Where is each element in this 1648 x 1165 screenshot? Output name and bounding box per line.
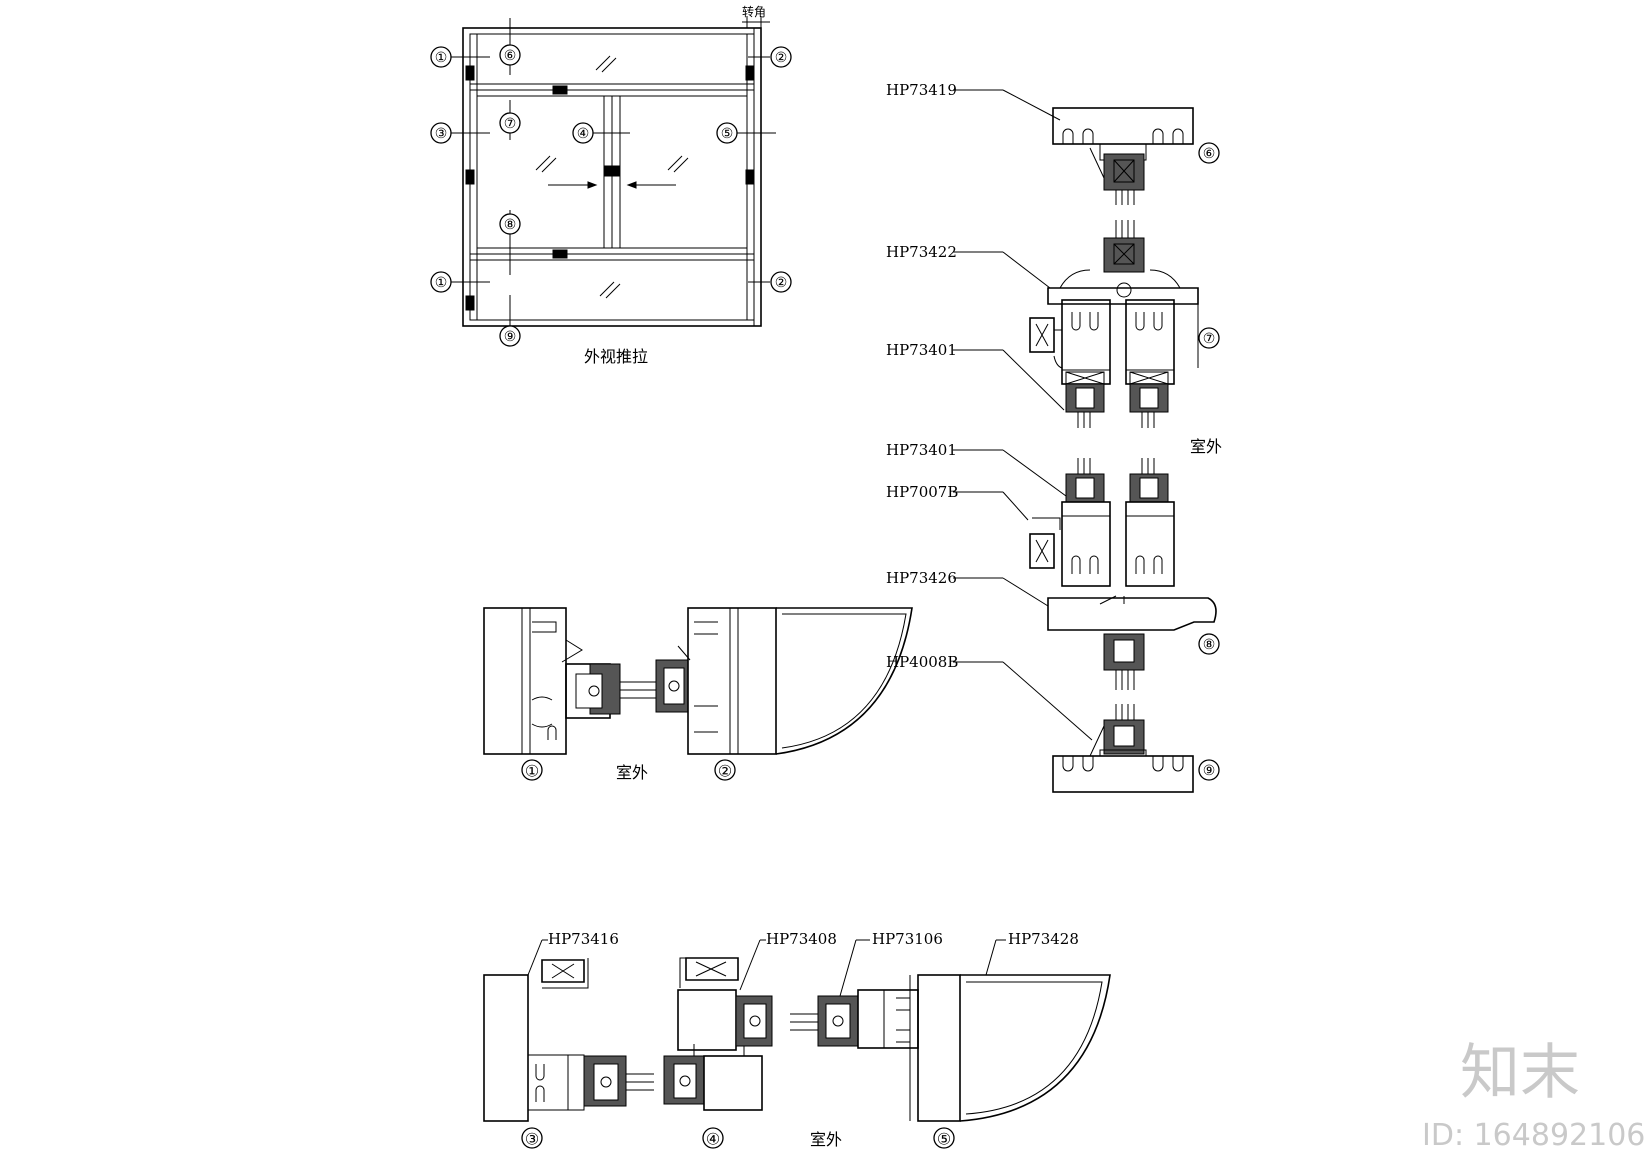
marker-1b: ① xyxy=(435,275,448,291)
part-label-hp73416: HP73416 xyxy=(548,930,619,948)
plan-marker-5: ⑤ xyxy=(937,1130,951,1149)
part-label-hp73428: HP73428 xyxy=(1008,930,1079,948)
part-label-hp73422: HP73422 xyxy=(886,243,957,261)
watermark-id: ID: 164892106 xyxy=(1422,1118,1645,1153)
horizontal-section-3-4-5: HP73416 ③ HP73408 ④ 室外 HP73106 xyxy=(483,930,1111,1149)
outside-label-b: 室外 xyxy=(616,763,648,782)
elevation-caption: 外视推拉 xyxy=(584,347,648,366)
section-marker-8: ⑧ xyxy=(1203,637,1216,653)
watermark-brand: 知末 xyxy=(1460,1038,1580,1108)
marker-2b: ② xyxy=(775,275,788,291)
vertical-section: HP73419 ⑥ xyxy=(886,81,1222,793)
plan-marker-2: ② xyxy=(718,762,732,781)
outside-label-c: 室外 xyxy=(810,1130,842,1149)
marker-8: ⑧ xyxy=(504,217,517,233)
marker-1: ① xyxy=(435,50,448,66)
part-label-hp73408: HP73408 xyxy=(766,930,837,948)
part-label-hp73106: HP73106 xyxy=(872,930,943,948)
marker-3: ③ xyxy=(435,126,448,142)
marker-4: ④ xyxy=(577,126,590,142)
plan-marker-3: ③ xyxy=(525,1130,539,1149)
section-marker-6: ⑥ xyxy=(1203,146,1216,162)
part-label-hp73419: HP73419 xyxy=(886,81,957,99)
horizontal-section-1-2: ① 室外 ② xyxy=(483,607,913,782)
part-label-hp73401-b: HP73401 xyxy=(886,441,957,459)
part-label-hp73401-a: HP73401 xyxy=(886,341,957,359)
outside-label-a: 室外 xyxy=(1190,437,1222,456)
corner-note: 转角 xyxy=(742,4,766,19)
plan-marker-1: ① xyxy=(525,762,539,781)
part-label-hp4008b: HP4008B xyxy=(886,653,958,671)
section-marker-7: ⑦ xyxy=(1203,331,1216,347)
plan-marker-4: ④ xyxy=(706,1130,720,1149)
watermark: 知末 ID: 164892106 xyxy=(1422,1038,1645,1153)
marker-6: ⑥ xyxy=(504,48,517,64)
part-label-hp73426: HP73426 xyxy=(886,569,957,587)
marker-7: ⑦ xyxy=(504,116,517,132)
marker-9: ⑨ xyxy=(504,329,517,345)
part-label-hp7007b: HP7007B xyxy=(886,483,958,501)
window-elevation: 转角 ① ② ③ ④ ⑤ ⑥ ⑦ ⑧ ① ② ⑨ 外视推拉 xyxy=(430,4,792,366)
marker-5: ⑤ xyxy=(721,126,734,142)
marker-2: ② xyxy=(775,50,788,66)
section-marker-9: ⑨ xyxy=(1203,763,1216,779)
